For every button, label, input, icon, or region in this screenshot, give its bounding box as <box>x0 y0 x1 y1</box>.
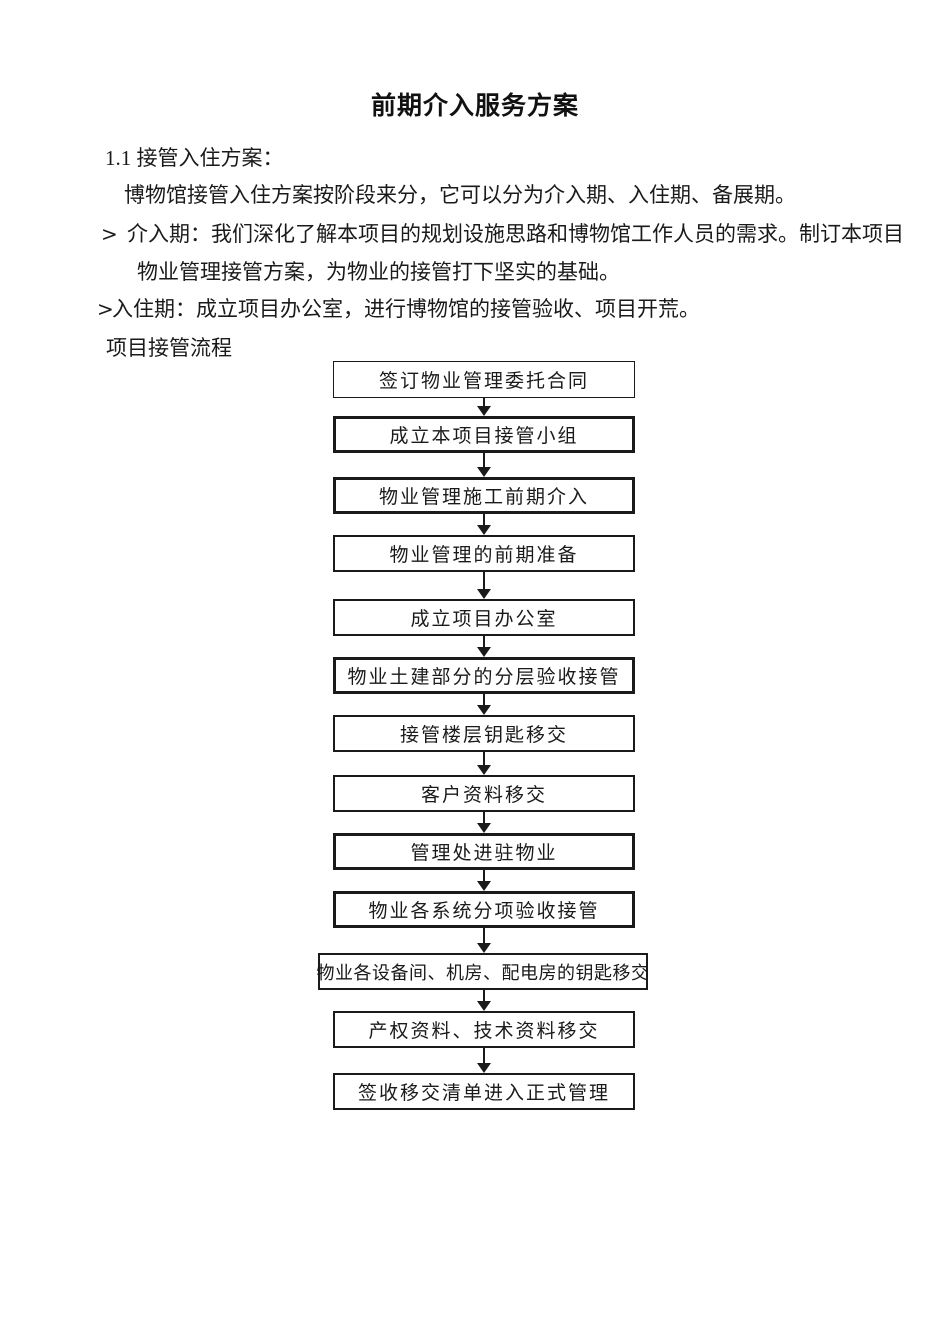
flow-step-12: 产权资料、技术资料移交 <box>333 1011 635 1048</box>
flow-step-9: 管理处进驻物业 <box>333 833 635 870</box>
arrow-head-icon <box>477 1001 491 1011</box>
bullet-item-2-text: 入住期：成立项目办公室，进行博物馆的接管验收、项目开荒。 <box>112 297 700 321</box>
flow-arrow-down-10 <box>477 928 491 953</box>
bullet-chevron-icon: > <box>97 297 114 321</box>
flow-step-1-label: 签订物业管理委托合同 <box>378 371 589 392</box>
flow-arrow-down-4 <box>477 572 491 599</box>
arrow-head-icon <box>477 705 491 715</box>
bullet-item-2: >入住期：成立项目办公室，进行博物馆的接管验收、项目开荒。 <box>97 297 700 322</box>
flow-step-5: 成立项目办公室 <box>333 599 635 636</box>
flow-step-5-label: 成立项目办公室 <box>410 609 558 630</box>
arrow-head-icon <box>477 765 491 775</box>
arrow-shaft <box>483 812 485 823</box>
flow-step-12-label: 产权资料、技术资料移交 <box>368 1021 600 1042</box>
arrow-head-icon <box>477 881 491 891</box>
arrow-shaft <box>483 636 485 647</box>
flow-arrow-down-2 <box>477 453 491 477</box>
flow-step-13: 签收移交清单进入正式管理 <box>333 1073 635 1110</box>
arrow-shaft <box>483 514 485 525</box>
arrow-shaft <box>483 870 485 881</box>
flow-arrow-down-9 <box>477 870 491 891</box>
flow-arrow-down-3 <box>477 514 491 535</box>
flow-step-3-label: 物业管理施工前期介入 <box>378 487 589 508</box>
flow-step-3: 物业管理施工前期介入 <box>333 477 635 514</box>
flow-arrow-down-6 <box>477 694 491 715</box>
flow-step-11: 物业各设备间、机房、配电房的钥匙移交 <box>316 953 650 990</box>
flow-step-8-label: 客户资料移交 <box>420 785 547 806</box>
bullet-chevron-icon: > <box>101 222 118 246</box>
flow-step-1: 签订物业管理委托合同 <box>333 361 635 398</box>
flow-step-7-label: 接管楼层钥匙移交 <box>399 725 568 746</box>
arrow-shaft <box>483 1048 485 1063</box>
flow-step-2: 成立本项目接管小组 <box>333 416 635 453</box>
flow-step-9-label: 管理处进驻物业 <box>410 843 558 864</box>
flow-step-7: 接管楼层钥匙移交 <box>333 715 635 752</box>
flowchart-caption: 项目接管流程 <box>106 336 232 360</box>
flow-arrow-down-12 <box>477 1048 491 1073</box>
flow-step-6-label: 物业土建部分的分层验收接管 <box>347 667 621 688</box>
flow-step-4-label: 物业管理的前期准备 <box>389 545 579 566</box>
flow-arrow-down-11 <box>477 990 491 1011</box>
flow-step-11-label: 物业各设备间、机房、配电房的钥匙移交 <box>316 962 650 983</box>
section-heading: 1.1 接管入住方案： <box>105 146 284 170</box>
flow-step-6: 物业土建部分的分层验收接管 <box>333 657 635 694</box>
flow-arrow-down-8 <box>477 812 491 833</box>
flow-step-13-label: 签收移交清单进入正式管理 <box>357 1083 610 1104</box>
flow-step-8: 客户资料移交 <box>333 775 635 812</box>
arrow-shaft <box>483 572 485 589</box>
flow-arrow-down-7 <box>477 752 491 775</box>
arrow-head-icon <box>477 467 491 477</box>
arrow-head-icon <box>477 406 491 416</box>
page-title: 前期介入服务方案 <box>370 92 579 120</box>
arrow-shaft <box>483 694 485 705</box>
arrow-head-icon <box>477 823 491 833</box>
flow-arrow-down-1 <box>477 398 491 416</box>
intro-paragraph: 博物馆接管入住方案按阶段来分，它可以分为介入期、入住期、备展期。 <box>124 183 796 207</box>
arrow-shaft <box>483 928 485 943</box>
arrow-shaft <box>483 990 485 1001</box>
flow-step-4: 物业管理的前期准备 <box>333 535 635 572</box>
arrow-head-icon <box>477 1063 491 1073</box>
arrow-head-icon <box>477 525 491 535</box>
arrow-head-icon <box>477 647 491 657</box>
bullet-item-1-line-2: 物业管理接管方案，为物业的接管打下坚实的基础。 <box>137 260 620 284</box>
bullet-item-1-line-1: > 介入期：我们深化了解本项目的规划设施思路和博物馆工作人员的需求。制订本项目 <box>101 222 904 247</box>
arrow-head-icon <box>477 589 491 599</box>
arrow-shaft <box>483 752 485 765</box>
flow-step-10-label: 物业各系统分项验收接管 <box>368 901 600 922</box>
arrow-shaft <box>483 398 485 406</box>
arrow-head-icon <box>477 943 491 953</box>
flow-step-10: 物业各系统分项验收接管 <box>333 891 635 928</box>
bullet-item-1-text: 介入期：我们深化了解本项目的规划设施思路和博物馆工作人员的需求。制订本项目 <box>127 222 904 246</box>
flow-step-2-label: 成立本项目接管小组 <box>389 426 579 447</box>
arrow-shaft <box>483 453 485 467</box>
flow-arrow-down-5 <box>477 636 491 657</box>
